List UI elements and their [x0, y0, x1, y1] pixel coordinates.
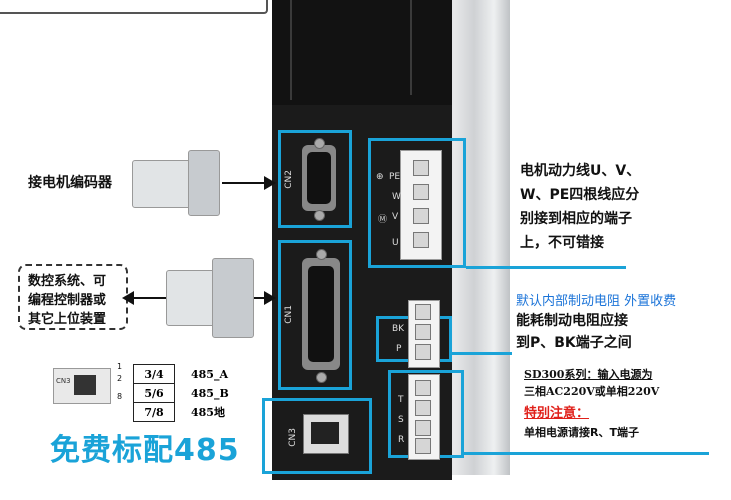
- host-box-line-3: 其它上位装置: [28, 312, 107, 327]
- motor-callout-line: [466, 266, 626, 269]
- motor-terminal-highlight-box: [368, 138, 466, 268]
- power-input-line-1: SD300系列：输入电源为: [524, 368, 653, 381]
- terminal-slot: [413, 160, 429, 176]
- terminal-slot: [415, 380, 431, 396]
- brake-callout-line: [452, 352, 512, 355]
- terminal-label-w: W: [392, 192, 401, 202]
- terminal-label-r: R: [398, 435, 405, 445]
- host-box-line-2: 编程控制器或: [28, 293, 107, 308]
- terminal-label-t: T: [398, 395, 404, 405]
- free-485-label: 免费标配485: [50, 433, 240, 468]
- host-arrow-left-icon: [122, 291, 134, 305]
- encoder-cable-plug: [188, 150, 220, 216]
- terminal-slot: [415, 324, 431, 340]
- signal-cell: 485_B: [191, 386, 229, 400]
- screw: [314, 138, 325, 149]
- encoder-label: 接电机编码器: [28, 175, 112, 191]
- rj45-thumb-label: CN3: [56, 377, 71, 385]
- power-input-line-2: 三相AC220V或单相220V: [524, 385, 660, 398]
- cn3-highlight-box: [262, 398, 372, 474]
- top-frame: [0, 0, 268, 14]
- motor-power-line-1: 电机动力线U、V、: [520, 163, 641, 179]
- table-row: 7/8 485地: [133, 402, 236, 422]
- terminal-slot: [415, 344, 431, 360]
- cn2-label: CN2: [284, 170, 294, 189]
- power-callout-line: [464, 452, 709, 455]
- host-box-line-1: 数控系统、可: [28, 274, 107, 289]
- terminal-slot: [415, 438, 431, 454]
- motor-power-line-4: 上，不可错接: [520, 235, 604, 251]
- signal-cell: 485_A: [191, 367, 228, 381]
- terminal-label-bk: BK: [392, 324, 405, 334]
- table-row: 3/4 485_A: [133, 364, 236, 384]
- terminal-slot: [413, 184, 429, 200]
- host-arrow-right-icon: [264, 291, 276, 305]
- screw: [316, 372, 327, 383]
- rs485-pin-table: 3/4 485_A 5/6 485_B 7/8 485地: [133, 364, 236, 422]
- cn3-label: CN3: [288, 428, 298, 447]
- host-arrow-line-left: [128, 297, 168, 299]
- screw: [316, 249, 327, 260]
- terminal-slot: [415, 400, 431, 416]
- terminal-slot: [413, 208, 429, 224]
- cn2-socket: [307, 152, 331, 204]
- cn1-label: CN1: [284, 305, 294, 324]
- rj45-thumb-socket: [74, 375, 96, 395]
- table-row: 5/6 485_B: [133, 383, 236, 403]
- cn1-highlight-box: [278, 240, 352, 390]
- brake-resistor-highlight: 默认内部制动电阻 外置收费: [516, 294, 677, 309]
- cn2-highlight-box: [278, 130, 352, 228]
- signal-cell: 485地: [191, 406, 225, 419]
- rj45-pin-8: 8: [117, 392, 123, 401]
- host-arrow-line-right: [254, 297, 268, 299]
- rj45-pin-2: 2: [117, 374, 123, 383]
- encoder-cable-connector: [132, 160, 194, 208]
- terminal-label-pe: PE: [389, 172, 401, 182]
- cn1-socket: [308, 266, 334, 362]
- power-input-line-3: 单相电源请接R、T端子: [524, 426, 639, 439]
- pin-cell: 3/4: [133, 364, 175, 384]
- screw: [314, 210, 325, 221]
- brake-resistor-line-1: 能耗制动电阻应接: [516, 313, 628, 329]
- drive-seam: [290, 0, 292, 100]
- host-controller-box: [18, 264, 128, 330]
- terminal-slot: [415, 304, 431, 320]
- encoder-arrow-line: [222, 182, 268, 184]
- rj45-pin-1: 1: [117, 362, 123, 371]
- terminal-label-p: P: [396, 344, 402, 354]
- rj45-pinout-thumbnail: CN3: [53, 368, 111, 404]
- terminal-slot: [413, 232, 429, 248]
- terminal-slot: [415, 420, 431, 436]
- motor-power-line-2: W、PE四根线应分: [520, 187, 640, 203]
- pin-cell: 5/6: [133, 383, 175, 403]
- ground-icon: ⊕: [376, 172, 384, 182]
- host-cable-connector: [166, 270, 218, 326]
- terminal-label-v: V: [392, 212, 399, 222]
- motor-power-line-3: 别接到相应的端子: [520, 211, 632, 227]
- terminal-label-s: S: [398, 415, 404, 425]
- encoder-arrow-icon: [264, 176, 276, 190]
- drive-top-panel: [272, 0, 452, 105]
- host-cable-plug: [212, 258, 254, 338]
- power-input-attention: 特别注意：: [524, 406, 590, 421]
- terminal-label-u: U: [392, 238, 399, 248]
- motor-icon: Ⓜ: [378, 215, 388, 225]
- rj45-socket: [311, 422, 339, 444]
- pin-cell: 7/8: [133, 402, 175, 422]
- brake-resistor-line-2: 到P、BK端子之间: [516, 335, 632, 351]
- drive-seam: [410, 0, 412, 95]
